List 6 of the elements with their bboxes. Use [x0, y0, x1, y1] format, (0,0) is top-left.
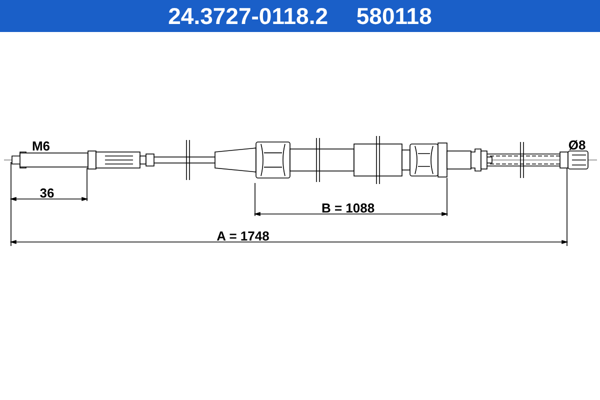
dimension-label: 36 [40, 186, 54, 200]
dimension-label: Ø8 [568, 138, 586, 152]
part-number-title: 24.3727-0118.2 580118 [168, 2, 432, 30]
dimension-label: A = 1748 [216, 230, 270, 242]
dimension-label: M6 [32, 140, 50, 152]
dimension-label: B = 1088 [321, 202, 375, 214]
